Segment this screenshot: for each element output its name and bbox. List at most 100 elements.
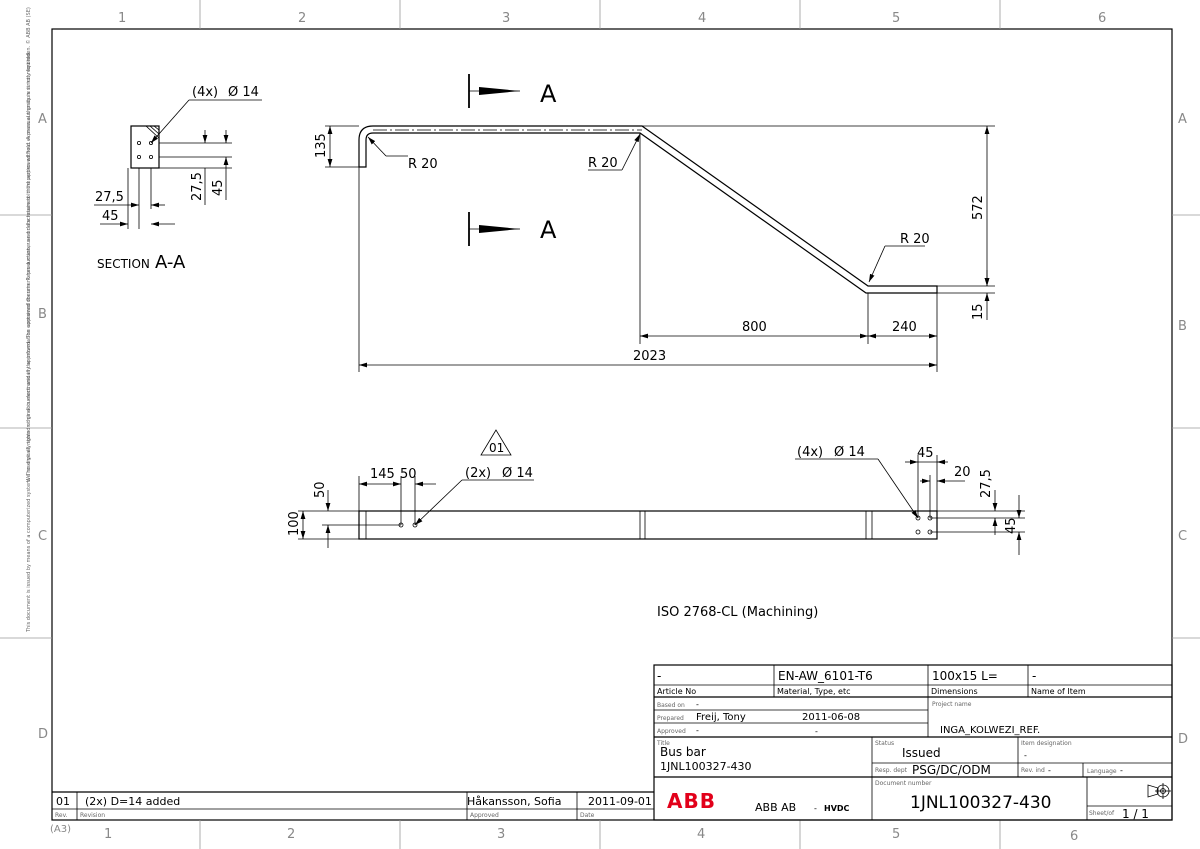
section-dim-45-horizontal: 45 — [102, 209, 119, 224]
dim-2023: 2023 — [633, 349, 666, 364]
zone-col-top-5: 5 — [892, 11, 900, 26]
item-designation-label: Item designation — [1021, 740, 1072, 747]
plan-right-hole-dia: Ø 14 — [834, 445, 865, 460]
section-letter-top: A — [540, 80, 557, 108]
revision-triangle — [480, 429, 512, 456]
rev-ind-label: Rev. ind — [1021, 767, 1045, 774]
material-value: EN-AW_6101-T6 — [778, 669, 873, 683]
sheet-value: 1 / 1 — [1122, 807, 1149, 821]
zone-col-top-3: 3 — [502, 11, 510, 26]
zone-col-bottom-6: 6 — [1070, 829, 1078, 844]
section-hole — [136, 154, 141, 159]
zone-labels: 1 2 3 4 5 6 1 2 3 4 5 6 A B C D A B C D … — [38, 11, 1188, 844]
side-view: A A R 20 R 20 R 20 135 572 15 800 — [314, 74, 995, 372]
zone-col-top-1: 1 — [118, 11, 126, 26]
section-dim-45-vertical: 45 — [211, 179, 226, 196]
language-label: Language — [1087, 768, 1117, 775]
revision-row-text: (2x) D=14 added — [85, 795, 180, 808]
company-separator: - — [814, 804, 817, 813]
zone-col-bottom-1: 1 — [104, 827, 112, 842]
sheet-label: Sheet/of — [1089, 810, 1115, 817]
section-dim-27-5-horizontal: 27,5 — [95, 190, 124, 205]
dim-800: 800 — [742, 320, 767, 335]
zone-row-right-C: C — [1178, 529, 1187, 544]
company-name: ABB AB — [755, 801, 796, 814]
article-no-label: Article No — [657, 687, 696, 696]
zone-col-bottom-2: 2 — [287, 827, 295, 842]
revision-table: 01 (2x) D=14 added Håkansson, Sofia 2011… — [52, 791, 654, 820]
project-value: INGA_KOLWEZI_REF. — [940, 725, 1040, 736]
zone-row-right-D: D — [1178, 732, 1188, 747]
dim-50-side: 50 — [313, 481, 328, 498]
resp-dept-label: Resp. dept — [875, 767, 908, 774]
legal-text-approval: This document is issued by means of a co… — [26, 51, 32, 633]
document-number-value: 1JNL100327-430 — [910, 793, 1052, 813]
rev-ind-value: - — [1048, 766, 1051, 775]
date-column-label: Date — [580, 812, 595, 819]
section-hole-note: (4x) — [192, 85, 218, 100]
status-label: Status — [875, 740, 894, 747]
section-name: A-A — [155, 252, 186, 273]
zone-col-top-4: 4 — [698, 11, 706, 26]
section-dim-27-5-vertical: 27,5 — [190, 172, 205, 201]
radius-label-3: R 20 — [900, 232, 930, 247]
zone-col-top-6: 6 — [1098, 11, 1106, 26]
revision-row: 01 (2x) D=14 added Håkansson, Sofia 2011… — [56, 795, 652, 808]
projection-symbol-icon — [1147, 783, 1171, 799]
abb-logo: ABB — [667, 789, 716, 813]
revision-mark: 01 — [489, 441, 504, 455]
zone-col-bottom-5: 5 — [892, 827, 900, 842]
title-line-2: 1JNL100327-430 — [660, 760, 752, 773]
plan-right-hole-note: (4x) — [797, 445, 823, 460]
title-line-1: Bus bar — [660, 745, 706, 759]
dimensions-value: 100x15 L= — [932, 669, 998, 683]
plan-left-hole-note: (2x) — [465, 466, 491, 481]
language-value: - — [1120, 766, 1123, 775]
based-on-label: Based on — [657, 702, 685, 709]
dim-27-5: 27,5 — [979, 469, 994, 498]
prepared-label: Prepared — [657, 715, 684, 722]
title-label: Title — [656, 740, 670, 747]
project-label: Project name — [932, 701, 972, 708]
document-number-label: Document number — [875, 780, 932, 787]
plan-left-hole-dia: Ø 14 — [502, 466, 533, 481]
revision-row-date: 2011-09-01 — [588, 795, 652, 808]
prepared-value: Freij, Tony — [696, 712, 746, 723]
section-hole — [136, 140, 141, 145]
dim-100: 100 — [287, 511, 302, 536]
based-on-value: - — [696, 700, 699, 709]
dim-145: 145 — [370, 467, 395, 482]
dim-45-side: 45 — [1004, 517, 1019, 534]
approved-value: - — [696, 726, 699, 735]
section-title: SECTION — [97, 257, 150, 271]
section-hole-dia: Ø 14 — [228, 85, 259, 100]
approved-column-label: Approved — [470, 812, 499, 819]
bus-bar-plan — [358, 510, 938, 540]
material-label: Material, Type, etc — [777, 687, 851, 696]
bus-bar-profile — [358, 125, 938, 294]
dimensions-label: Dimensions — [931, 687, 978, 696]
zone-col-top-2: 2 — [298, 11, 306, 26]
status-value: Issued — [902, 746, 941, 760]
tolerance-note: ISO 2768-CL (Machining) — [657, 605, 818, 620]
dim-45-top: 45 — [917, 446, 934, 461]
dim-572: 572 — [971, 195, 986, 220]
zone-col-bottom-4: 4 — [697, 827, 705, 842]
zone-row-left-B: B — [38, 307, 47, 322]
radius-label-2: R 20 — [588, 156, 618, 171]
prepared-date: 2011-06-08 — [802, 712, 860, 723]
zone-row-left-D: D — [38, 727, 48, 742]
title-block: - EN-AW_6101-T6 100x15 L= - Article No M… — [653, 664, 1173, 821]
revision-row-approved: Håkansson, Sofia — [467, 795, 561, 808]
section-letter-bottom: A — [540, 216, 557, 244]
item-designation-value: - — [1024, 751, 1027, 760]
approved-label: Approved — [657, 728, 686, 735]
section-profile — [130, 125, 160, 169]
plan-view: 01 145 50 (2x) Ø 14 50 100 (4x) Ø 14 — [287, 429, 1025, 555]
zone-row-left-A: A — [38, 112, 47, 127]
zone-row-right-A: A — [1178, 112, 1187, 127]
dim-20: 20 — [954, 465, 971, 480]
legal-text-rights: We reserve all rights in this document a… — [25, 7, 32, 482]
